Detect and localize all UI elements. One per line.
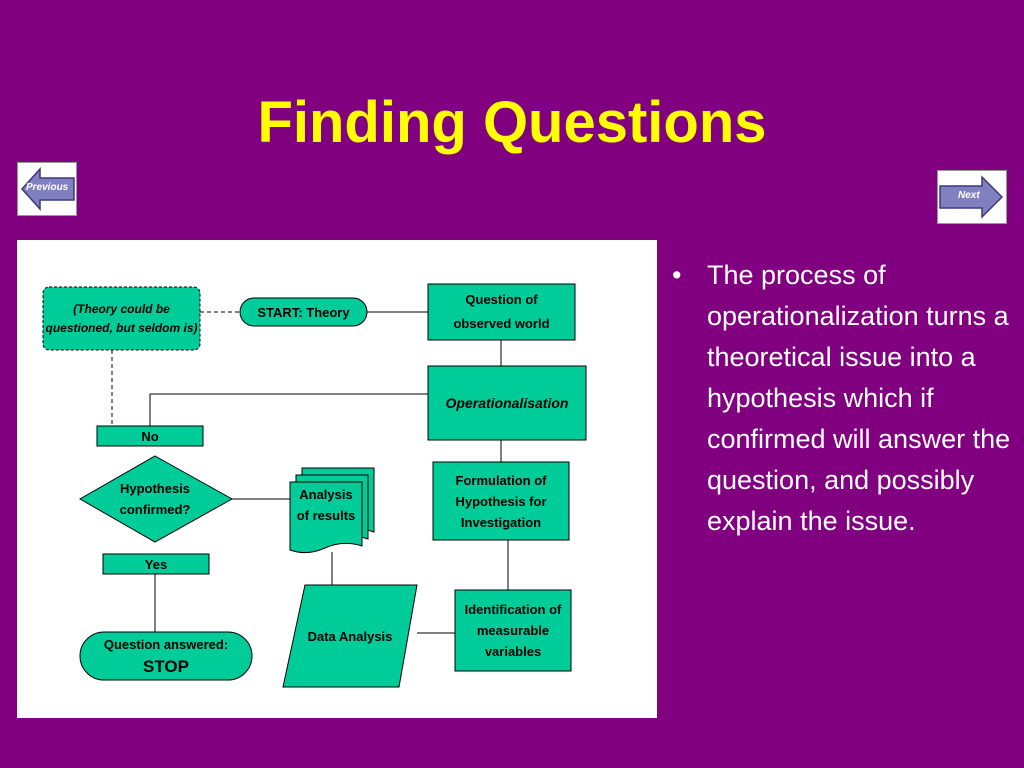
stop-text: STOP bbox=[143, 657, 189, 676]
data-analysis-text: Data Analysis bbox=[307, 628, 393, 644]
identification-text: Identification of measurable variables bbox=[464, 602, 562, 659]
theory-note-text: (Theory could be questioned, but seldom … bbox=[45, 301, 198, 335]
formulation-text: Formulation of Hypothesis for Investigat… bbox=[455, 472, 547, 530]
yes-box bbox=[102, 553, 210, 575]
right-arrow-icon bbox=[939, 175, 1004, 219]
analysis-results-stack bbox=[289, 467, 375, 554]
start-terminal bbox=[239, 297, 368, 327]
slide-title: Finding Questions bbox=[257, 90, 767, 155]
hypothesis-diamond bbox=[78, 455, 234, 543]
answered-text: Question answered: bbox=[103, 637, 229, 652]
yes-text: Yes bbox=[144, 556, 168, 572]
next-label: Next bbox=[958, 190, 980, 201]
data-analysis-shape bbox=[282, 584, 418, 688]
connector-lines bbox=[111, 311, 509, 634]
no-text: No bbox=[141, 428, 159, 444]
previous-button[interactable]: Previous bbox=[17, 162, 77, 216]
theory-note-box bbox=[42, 286, 201, 351]
formulation-box bbox=[432, 461, 570, 541]
operationalisation-box bbox=[427, 365, 587, 441]
question-box bbox=[427, 283, 576, 341]
bullet-marker: • bbox=[672, 260, 682, 290]
flowchart-panel: (Theory could be questioned, but seldom … bbox=[17, 240, 657, 718]
left-arrow-icon bbox=[20, 167, 75, 211]
flowchart-shapes bbox=[42, 283, 587, 688]
no-box bbox=[96, 425, 204, 447]
hypothesis-text: Hypothesis confirmed? bbox=[119, 481, 191, 517]
stop-terminal bbox=[79, 631, 253, 681]
previous-label: Previous bbox=[26, 182, 69, 193]
question-text: Question of observed world bbox=[453, 292, 550, 331]
identification-box bbox=[454, 589, 572, 672]
bullet-text: The process of operationalization turns … bbox=[707, 260, 1011, 536]
next-button[interactable]: Next bbox=[937, 170, 1007, 224]
start-text: START: Theory bbox=[257, 304, 350, 320]
operationalisation-text: Operationalisation bbox=[445, 394, 569, 411]
analysis-results-text: Analysis of results bbox=[296, 487, 356, 523]
